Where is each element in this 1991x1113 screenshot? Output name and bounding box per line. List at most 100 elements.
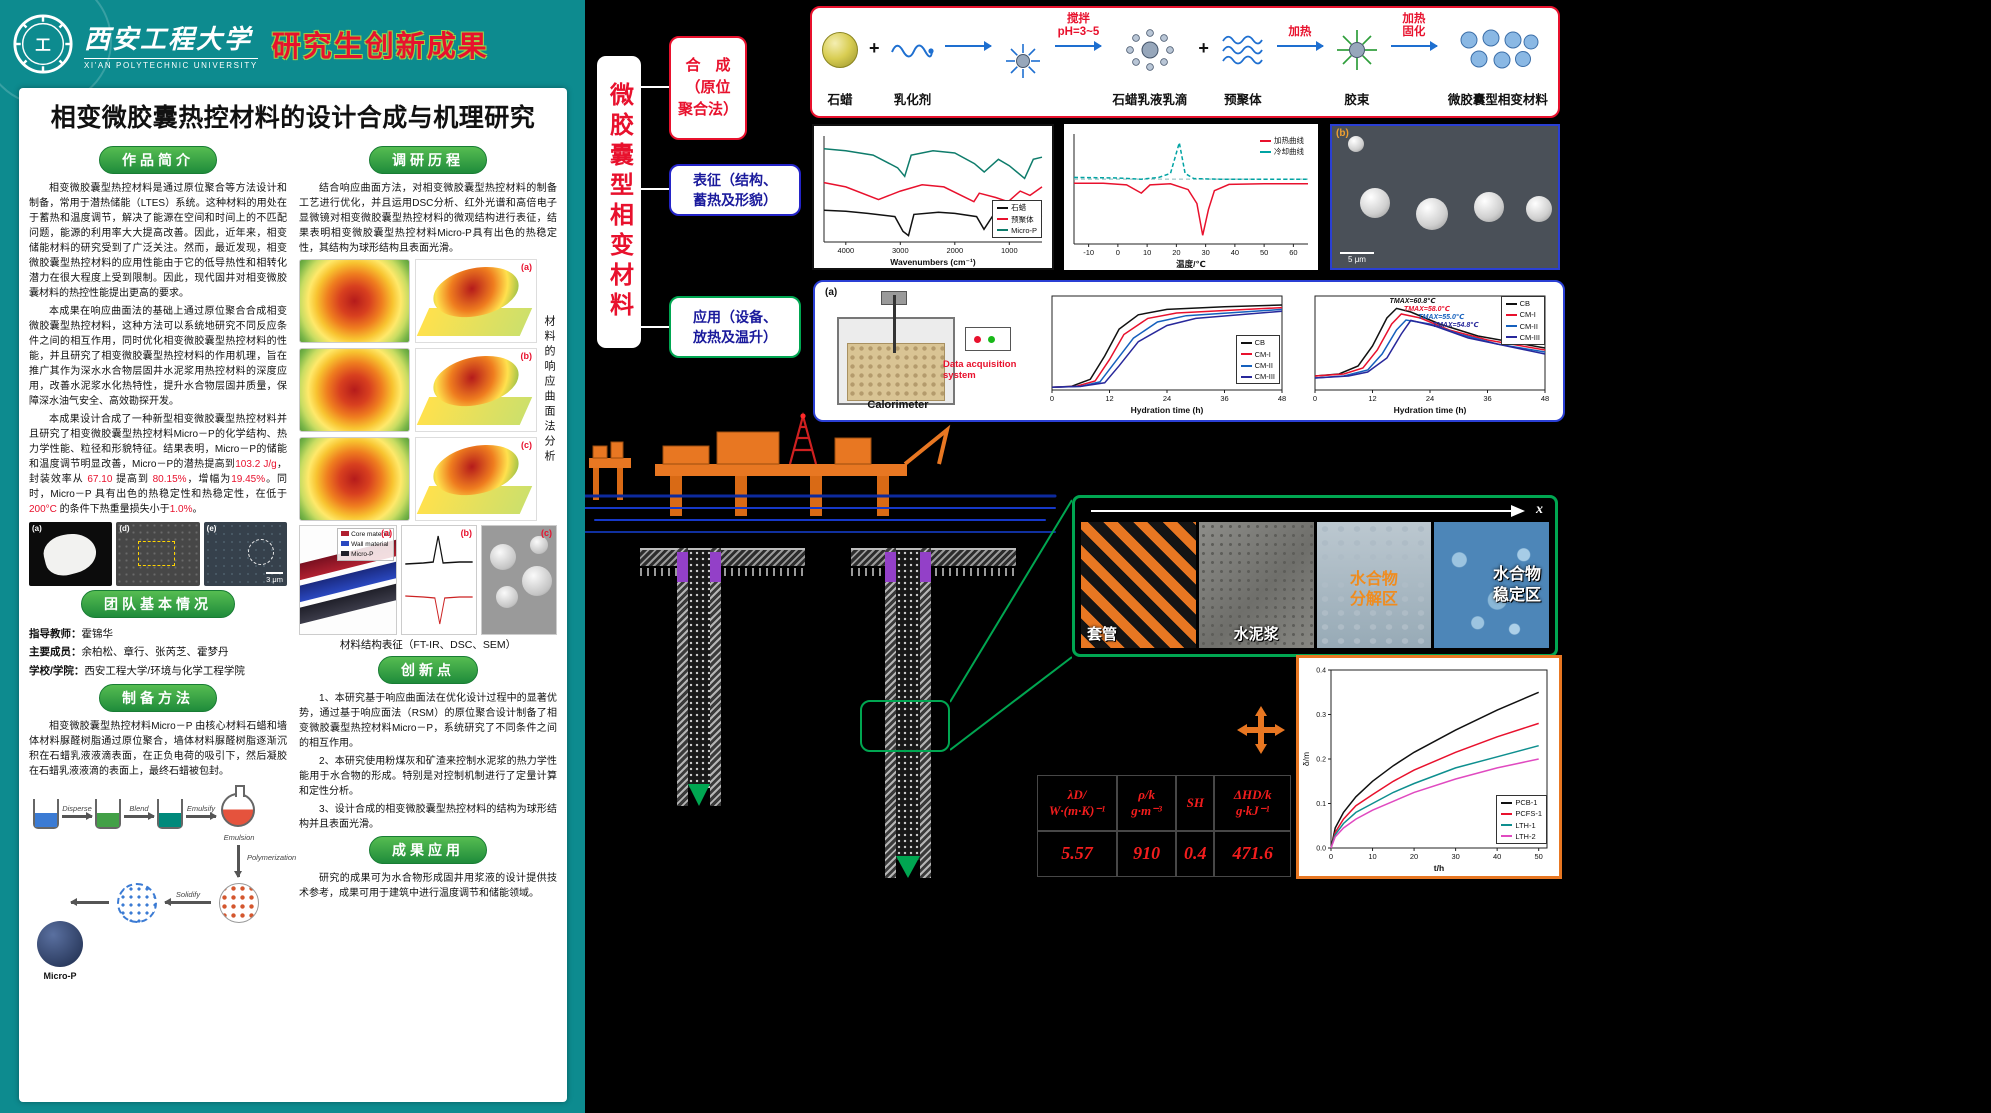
chart-annotation: TMAX=54.8℃ <box>1432 322 1479 329</box>
university-logo: 工 <box>13 14 73 74</box>
sem-image-panel: (b) 5 μm <box>1330 124 1560 270</box>
micro-p-sphere-icon <box>37 921 83 968</box>
svg-text:0.4: 0.4 <box>1316 668 1326 675</box>
team-members-value: 余柏松、章行、张芮芝、霍梦丹 <box>81 646 229 659</box>
four-way-arrow-icon <box>1237 706 1285 754</box>
arrow-heat: 加热 <box>1276 26 1324 50</box>
emulsifier-label: 乳化剂 <box>893 93 932 107</box>
hydrate-stable-photo: 水合物稳定区 <box>1434 522 1549 648</box>
intro-paragraph-2: 本成果在响应曲面法的基础上通过原位聚合合成相变微胶囊型热控材料，这种方法可以系统… <box>29 306 287 407</box>
chart-legend: 加热曲线冷却曲线 <box>1256 134 1308 159</box>
bottom-plug-green <box>896 856 920 878</box>
paraffin-label: 石蜡 <box>827 93 853 107</box>
arrow-heat-cure: 加热固化 <box>1390 13 1438 50</box>
svg-text:工: 工 <box>35 37 51 54</box>
zoom-connector-lines <box>950 499 1072 751</box>
section-heading-intro: 作品简介 <box>99 146 217 174</box>
team-school-value: 西安工程大学/环境与化学工程学院 <box>84 664 245 677</box>
flow-arrow-emulsify: Emulsify <box>186 804 217 819</box>
innovation-item-3: 3、设计合成的相变微胶囊型热控材料的结构为球形结构并且表面光滑。 <box>299 804 557 830</box>
chart-annotation: TMAX=55.0℃ <box>1418 314 1465 321</box>
svg-text:60: 60 <box>1289 248 1297 257</box>
bottom-plug-green <box>688 784 710 806</box>
svg-text:0: 0 <box>1050 394 1054 403</box>
surface-plot-a: (a) <box>415 259 537 343</box>
flow-arrow-final <box>70 898 109 905</box>
offshore-platform-scene <box>585 412 1057 533</box>
scale-bar: 5 μm <box>1340 252 1374 264</box>
figure-tag: (a) <box>32 524 42 533</box>
contour-plot-b <box>299 348 411 432</box>
casing-hatch-column <box>677 548 688 806</box>
daq-label: Data acquisition system <box>943 359 1017 382</box>
preparation-flowchart: Disperse Blend Emulsify Emulsion Polymer… <box>29 783 296 1019</box>
team-advisor-label: 指导教师： <box>29 628 82 640</box>
param-header-lambda: λD/W·(m·K)⁻¹ <box>1037 775 1118 831</box>
connector-line <box>641 86 669 88</box>
svg-text:36: 36 <box>1483 394 1491 403</box>
hydrate-decomposition-label: 水合物分解区 <box>1349 570 1398 608</box>
svg-text:0.2: 0.2 <box>1316 757 1326 764</box>
sem-mini-panel: (c) <box>481 525 557 635</box>
microcapsule-forming-icon <box>117 883 157 924</box>
microcapsule-spheres-icon <box>1460 29 1539 69</box>
plus-sign: + <box>1198 37 1209 58</box>
innovation-item-2: 2、本研究使用粉煤灰和矿渣来控制水泥浆的热力学性能用于水合物的形成。特别是对控制… <box>299 756 557 797</box>
small-rig-icon <box>589 441 631 500</box>
svg-text:0.1: 0.1 <box>1316 801 1326 808</box>
svg-text:0.3: 0.3 <box>1316 712 1326 719</box>
chart-annotation: TMAX=58.0℃ <box>1403 306 1450 313</box>
hydrate-decomposition-photo: 水合物分解区 <box>1316 522 1432 648</box>
figure-tag: (a) <box>825 287 838 298</box>
svg-text:Hydration time (h): Hydration time (h) <box>1131 405 1204 415</box>
poster-title: 相变微胶囊热控材料的设计合成与机理研究 <box>50 104 536 132</box>
poster-content-card: 相变微胶囊热控材料的设计合成与机理研究 作品简介 相变微胶囊型热控材料是通过原位… <box>19 88 567 1102</box>
contour-plot-a <box>299 259 411 343</box>
wellbore-diagram-right <box>885 548 931 878</box>
section-heading-method: 制备方法 <box>99 684 217 713</box>
response-surface-row: (c) <box>299 437 537 521</box>
innovation-item-1: 1、本研究基于响应曲面法在优化设计过程中的显著优势，通过基于响应面法（RSM）的… <box>299 693 557 749</box>
heat-cure-label: 加热固化 <box>1402 12 1426 39</box>
wellbore-diagram-left <box>677 548 721 806</box>
cement-slurry-photo: 水泥浆 <box>1198 522 1314 648</box>
svg-text:24: 24 <box>1426 394 1434 403</box>
green-led-icon <box>988 336 995 343</box>
figure-tag: (b) <box>460 528 473 538</box>
team-school-row: 学校/学院：西安工程大学/环境与化学工程学院 <box>29 662 287 680</box>
micro-p-powder-image <box>39 527 100 579</box>
svg-text:2000: 2000 <box>946 246 963 255</box>
micelle-green-label: 胶束 <box>1344 93 1370 107</box>
response-surface-side-caption: 材料的响应曲面法分析 <box>543 315 555 465</box>
figure-tag: (c) <box>541 528 552 538</box>
poster-right-panel: 微胶囊型相变材料 合 成（原位聚合法） 表征（结构、蓄热及形貌） 应用（设备、放… <box>585 0 1991 1113</box>
figure-tag: (a) <box>521 262 532 272</box>
contour-plot-c <box>299 437 411 521</box>
structure-characterization-figure: (a) Core material Wall material Micro-P … <box>299 525 557 635</box>
team-advisor-row: 指导教师：霍锦华 <box>29 625 287 643</box>
surface-plot-b: (b) <box>415 348 537 432</box>
right-column: 调研历程 结合响应曲面方法，对相变微胶囊型热控材料的制备工艺进行优化，并且运用D… <box>299 142 557 1019</box>
section-heading-innovation: 创新点 <box>378 656 478 684</box>
highlight-box <box>137 541 175 566</box>
vertical-topic-label: 微胶囊型相变材料 <box>597 56 641 348</box>
svg-text:3000: 3000 <box>892 246 909 255</box>
intro-paragraph-3: 本成果设计合成了一种新型相变微胶囊型热控材料并且研究了相变微胶囊型热控材料Mic… <box>29 414 288 515</box>
emulsifier-squiggle-icon <box>891 44 935 58</box>
casing-photo-label: 套管 <box>1087 626 1118 643</box>
derrick-tower-icon <box>788 412 818 465</box>
hydrate-stable-label: 水合物稳定区 <box>1492 565 1541 604</box>
prepolymer-squiggles-icon <box>1222 35 1263 65</box>
team-members-label: 主要成员： <box>29 646 82 659</box>
emulsion-droplet-item: 石蜡乳液乳滴 <box>1112 14 1187 108</box>
svg-text:48: 48 <box>1278 394 1286 403</box>
